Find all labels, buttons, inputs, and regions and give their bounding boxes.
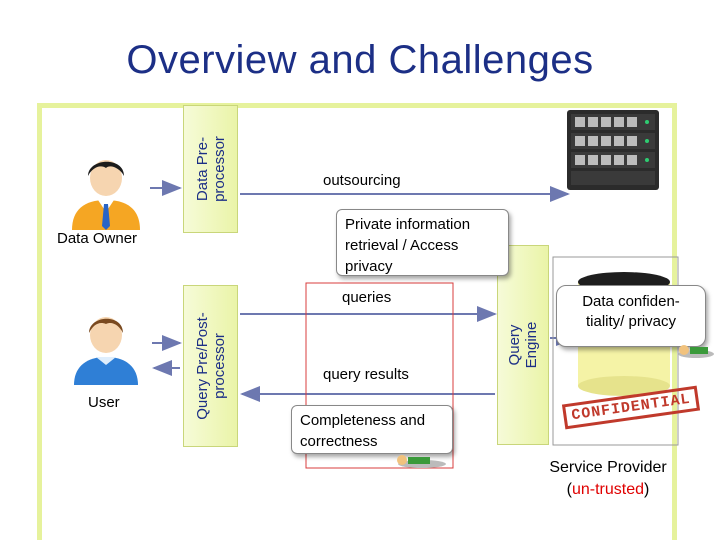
query-path-box [305,282,454,469]
server-rack-icon [567,110,659,190]
service-provider-name: Service Provider [549,459,667,476]
data-owner-label: Data Owner [57,230,138,247]
service-provider-label: Service Provider (un-trusted) [526,457,690,501]
data-preprocessor-panel: Data Pre- processor [183,105,238,233]
page-title: Overview and Challenges [126,38,594,82]
query-results-label: query results [323,366,409,383]
service-provider-trust: (un-trusted) [566,481,650,498]
provider-frame [552,256,679,446]
decorative-figure-icon-2 [678,345,714,358]
frame-left [37,103,42,540]
user-icon [74,317,138,385]
outsourcing-label: outsourcing [323,172,401,189]
untrusted-label: un-trusted [571,481,645,498]
data-owner-icon [72,160,140,230]
frame-top [37,103,677,108]
query-processor-panel: Query Pre/Post- processor [183,285,238,447]
confidentiality-callout: Data confiden-tiality/ privacy [556,285,706,347]
queries-label: queries [342,289,392,306]
query-engine-panel: Query Engine [497,245,549,445]
decorative-figure-icon [397,455,446,468]
completeness-callout: Completeness and correctness [291,405,453,454]
user-label: User [88,394,120,411]
private-info-callout: Private information retrieval / Access p… [336,209,509,276]
